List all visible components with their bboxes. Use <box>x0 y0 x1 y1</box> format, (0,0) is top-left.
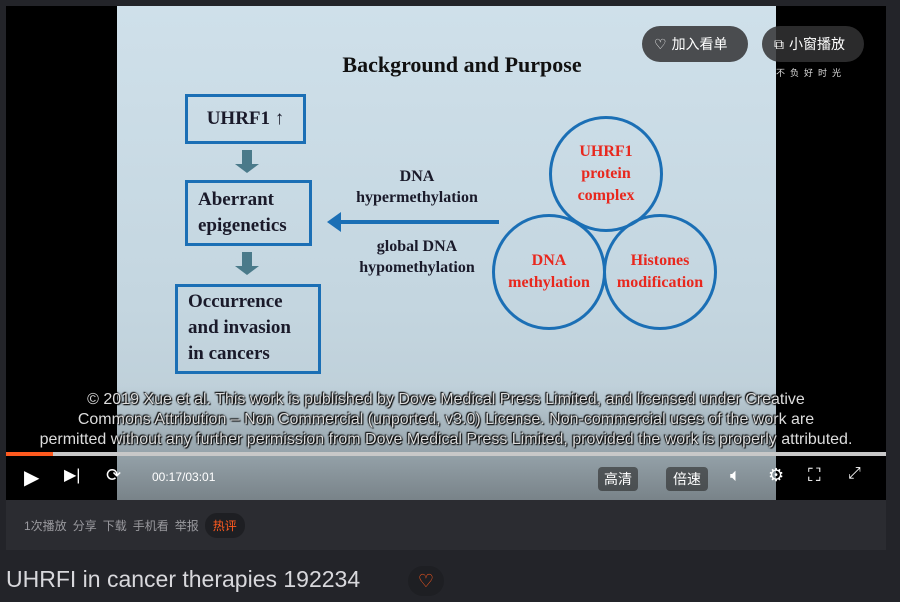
video-info-bar: 1次播放 分享 下载 手机看 举报 热评 <box>6 500 886 550</box>
heart-plus-icon: ♡ <box>654 35 667 52</box>
left-arrow-icon <box>327 212 499 232</box>
add-watchlist-button[interactable]: ♡加入看单 <box>642 26 748 62</box>
quality-button[interactable]: 高清 <box>598 467 638 491</box>
subtitle: © 2019 Xue et al. This work is published… <box>6 390 886 450</box>
line: Occurrence <box>188 291 283 312</box>
subtitle-line: permitted without any further permission… <box>39 431 853 448</box>
line: UHRF1 <box>579 143 633 160</box>
line: modification <box>616 274 704 291</box>
down-arrow-icon <box>235 150 259 173</box>
video-title: UHRFI in cancer therapies 192234 <box>6 566 361 592</box>
circle-histones: Histones modification <box>603 214 717 330</box>
speed-button[interactable]: 倍速 <box>666 467 708 491</box>
label: 加入看单 <box>671 36 728 52</box>
loop-icon[interactable]: ⟳ <box>106 465 122 485</box>
volume-icon[interactable]: 🔈︎ <box>730 465 741 485</box>
heart-plus-icon: ♡ <box>417 570 435 591</box>
next-icon[interactable]: ▶| <box>64 467 81 484</box>
logo-tagline: 不负好时光 <box>776 68 847 78</box>
download-link[interactable]: 下载 <box>102 518 127 533</box>
tencent-video-logo: 不负好时光 <box>776 66 846 79</box>
circle-dna-methylation: DNA methylation <box>492 214 606 330</box>
popout-icon: ⧉ <box>774 35 784 52</box>
controls-shade <box>6 386 886 500</box>
subtitle-line: Commons Attribution – Non Commercial (un… <box>77 411 815 428</box>
line: global DNA <box>376 238 458 255</box>
line: methylation <box>508 274 590 291</box>
mini-player-button[interactable]: ⧉ 小窗播放 <box>762 26 864 62</box>
line: Histones <box>630 252 690 269</box>
hypomethylation-label: global DNA hypomethylation <box>342 236 492 278</box>
time-display: 00:17/03:01 <box>152 470 216 484</box>
play-count: 1次播放 <box>24 518 67 533</box>
subtitle-line: © 2019 Xue et al. This work is published… <box>87 391 805 408</box>
play-icon[interactable]: ▶ <box>24 467 40 489</box>
line: protein <box>581 165 631 182</box>
web-fullscreen-icon[interactable]: ⛶ <box>808 465 821 485</box>
line: hypomethylation <box>359 259 475 276</box>
report-link[interactable]: 举报 <box>174 518 199 533</box>
hypermethylation-label: DNA hypermethylation <box>342 166 492 208</box>
share-link[interactable]: 分享 <box>72 518 97 533</box>
slide-title: Background and Purpose <box>342 52 582 77</box>
video-frame-slide: Background and Purpose UHRF1 ↑ Aberrant e… <box>117 6 776 500</box>
favorite-button[interactable]: ♡ <box>408 566 444 596</box>
watch-on-mobile-link[interactable]: 手机看 <box>132 518 169 533</box>
circle-uhrf1-complex: UHRF1 protein complex <box>549 116 663 232</box>
line: complex <box>577 187 635 204</box>
hot-comments-button[interactable]: 热评 <box>204 512 245 538</box>
line: DNA <box>399 168 435 185</box>
line: hypermethylation <box>356 189 478 206</box>
progress-bar[interactable] <box>6 452 886 456</box>
occurrence-box: Occurrence and invasion in cancers <box>175 284 321 374</box>
line: and invasion <box>188 317 291 338</box>
line: in cancers <box>188 343 270 364</box>
aberrant-box: Aberrant epigenetics <box>185 180 312 246</box>
uhrf1-box: UHRF1 ↑ <box>185 94 306 144</box>
progress-fill <box>6 452 53 456</box>
line: epigenetics <box>198 215 287 236</box>
fullscreen-icon[interactable]: ⤢ <box>848 465 861 482</box>
line: DNA <box>531 252 567 269</box>
down-arrow-icon <box>235 252 259 275</box>
label: 小窗播放 <box>789 36 845 52</box>
settings-gear-icon[interactable]: ⚙ <box>768 465 785 485</box>
video-player[interactable]: Background and Purpose UHRF1 ↑ Aberrant e… <box>6 6 886 500</box>
line: Aberrant <box>198 189 274 210</box>
